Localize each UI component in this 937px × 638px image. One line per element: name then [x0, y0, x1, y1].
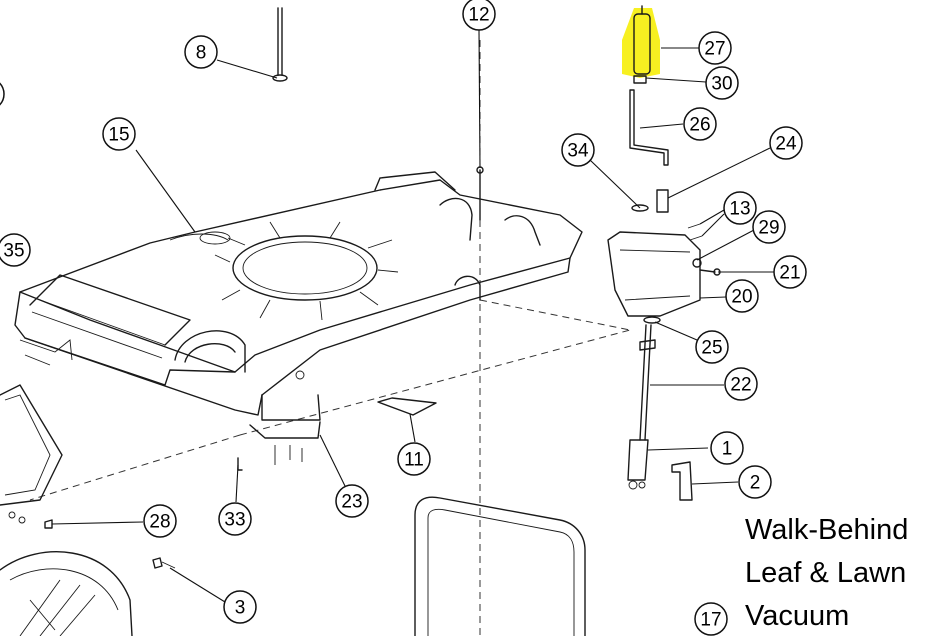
callout-label: 34: [567, 141, 589, 162]
partial-callout-circle: [0, 82, 5, 106]
callout-20: 20: [725, 279, 759, 313]
callout-24: 24: [769, 126, 803, 160]
leader-lines: [0, 29, 774, 603]
callout-label: 20: [731, 287, 752, 308]
caption-line-1: Walk-Behind: [745, 514, 909, 546]
callout-27: 27: [698, 31, 732, 65]
callout-label: 17: [700, 610, 721, 631]
callout-label: 25: [701, 338, 722, 359]
callout-30: 30: [705, 66, 739, 100]
highlight-marker-27: [622, 8, 660, 78]
caption-line-2: Leaf & Lawn: [745, 557, 907, 589]
callout-26: 26: [683, 107, 717, 141]
callout-34: 34: [561, 133, 595, 167]
flat-plate-part-11: [377, 397, 437, 416]
vertical-rod-part-8: [272, 7, 288, 82]
callout-label: 33: [224, 510, 245, 531]
callout-22: 22: [724, 367, 758, 401]
callout-23: 23: [335, 484, 369, 518]
callout-35: 35: [0, 233, 31, 267]
diagram-caption: Walk-Behind Leaf & Lawn Vacuum: [745, 509, 935, 638]
callout-label: 35: [3, 241, 24, 262]
callout-label: 22: [730, 375, 751, 396]
callout-label: 8: [196, 43, 207, 64]
callout-label: 3: [235, 598, 246, 619]
left-wheel-assembly: [0, 339, 133, 636]
caption-line-3: Vacuum: [745, 600, 850, 632]
callout-label: 26: [689, 115, 710, 136]
mower-deck-housing: [14, 171, 583, 465]
callout-label: 29: [758, 218, 779, 239]
callout-label: 11: [404, 450, 424, 471]
callout-8: 8: [184, 35, 218, 69]
callout-3: 3: [223, 590, 257, 624]
callout-label: 27: [704, 39, 725, 60]
screws-left: [44, 457, 243, 569]
callout-label: 30: [711, 74, 732, 95]
callout-label: 13: [729, 199, 750, 220]
callout-label: 15: [108, 125, 129, 146]
callout-12: 12: [462, 0, 496, 31]
handle-frame-part-17: [414, 496, 586, 636]
callout-label: 24: [775, 134, 797, 155]
callout-label: 2: [750, 473, 761, 494]
callout-29: 29: [752, 210, 786, 244]
callout-28: 28: [143, 504, 177, 538]
callout-label: 1: [722, 439, 733, 460]
callout-25: 25: [695, 330, 729, 364]
callout-11: 11: [397, 442, 431, 476]
callout-label: 21: [779, 263, 800, 284]
callout-13: 13: [723, 191, 757, 225]
callout-label: 12: [468, 5, 489, 26]
callout-17: 17: [694, 602, 728, 636]
callout-33: 33: [218, 502, 252, 536]
callout-15: 15: [102, 117, 136, 151]
height-adjust-assembly: [607, 5, 721, 501]
callout-label: 28: [149, 512, 170, 533]
bolt-part-12: [476, 166, 484, 221]
callout-2: 2: [738, 465, 772, 499]
callout-1: 1: [710, 431, 744, 465]
callout-21: 21: [773, 255, 807, 289]
callout-label: 23: [341, 492, 362, 513]
